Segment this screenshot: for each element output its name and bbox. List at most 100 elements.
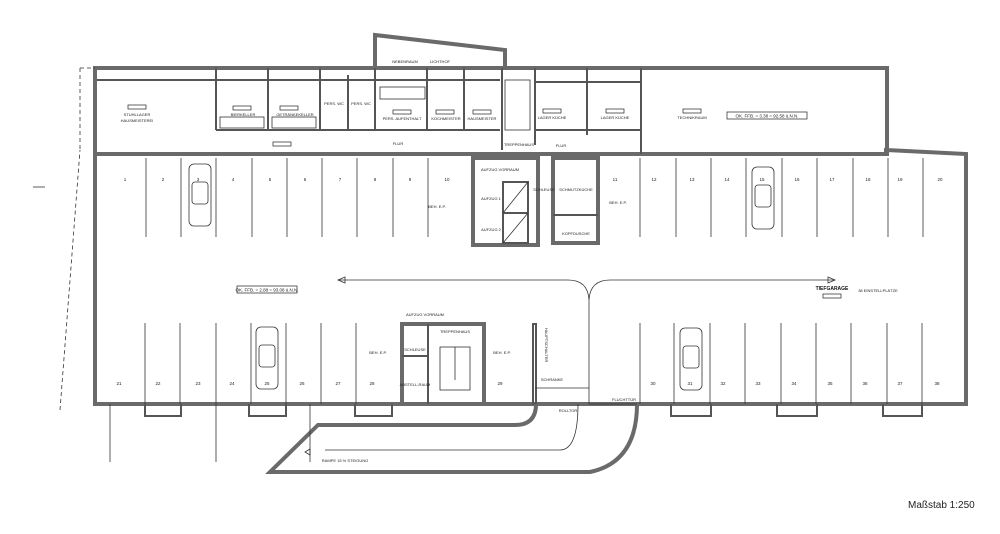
label-rampe: RAMPE 15 % STEIGUNG [322, 458, 368, 463]
area-tag [542, 108, 562, 114]
space-number: 28 [369, 381, 375, 386]
space-number: 15 [759, 177, 765, 182]
room-label-getraenkekeller: GETRÄNKEKELLER [276, 112, 313, 117]
room-label-flur-2: FLUR [556, 143, 567, 148]
space-number: 25 [264, 381, 270, 386]
room-label-lichthof: LICHTHOF [430, 59, 451, 64]
space-number: 5 [269, 177, 272, 182]
space-number: 19 [897, 177, 903, 182]
label-beh-ep-top-right: BEH. E.P. [609, 200, 627, 205]
space-number: 11 [613, 177, 618, 182]
area-tag [472, 109, 492, 115]
space-number: 29 [497, 381, 503, 386]
lichthof-wall [373, 32, 507, 68]
room-label-aufenthalt: PERS. AUFENTHALT [383, 116, 422, 121]
car-roof [258, 344, 276, 368]
lower-stair-core: AUFZUG VORRAUM TREPPENHAUS SCHLEUSE ABST… [400, 312, 589, 406]
room-label-lager-kueche-2: LAGER KÜCHE [601, 115, 630, 120]
label-abstellraum: ABSTELL-RAUM [400, 382, 431, 387]
space-number: 32 [720, 381, 726, 386]
label-schleuse: SCHLEUSE [533, 187, 555, 192]
space-number: 17 [829, 177, 835, 182]
room-walls [97, 68, 642, 154]
space-number: 30 [650, 381, 656, 386]
space-number: 20 [937, 177, 943, 182]
label-schmutzkueche: SCHMUTZKÜCHE [559, 187, 593, 192]
label-tiefgarage: TIEFGARAGE [816, 286, 849, 292]
space-number: 22 [155, 381, 161, 386]
wall-niches [144, 404, 923, 417]
garage-outline [93, 147, 968, 406]
label-hauptschalter: HAUPTSCHALTER [544, 328, 549, 363]
room-label-kochmeister: KOCHMEISTER [431, 116, 460, 121]
level-label-upper: OK. FFB. = 3.38 = 92.58 ü.N.N. [735, 114, 798, 119]
space-number: 13 [689, 177, 695, 182]
area-tag [682, 108, 702, 114]
space-number: 12 [651, 177, 657, 182]
space-number: 35 [827, 381, 833, 386]
label-aufzug-vorraum-2: AUFZUG VORRAUM [406, 312, 444, 317]
area-tag [232, 105, 252, 111]
space-number: 26 [299, 381, 305, 386]
space-number: 23 [195, 381, 201, 386]
space-number: 36 [862, 381, 868, 386]
area-tag [127, 104, 147, 110]
car-symbol [751, 166, 775, 230]
space-number: 24 [229, 381, 235, 386]
area-tag [392, 109, 412, 115]
label-schleuse-2: SCHLEUSE [404, 347, 426, 352]
label-beh-ep-top-left: BEH. E.P. [428, 204, 446, 209]
space-number: 1 [124, 177, 127, 182]
label-aufzug-1: AUFZUG 1 [481, 196, 502, 201]
label-rolltor: ROLLTOR [559, 408, 578, 413]
space-number: 37 [897, 381, 903, 386]
space-number: 34 [791, 381, 797, 386]
room-label-wc2: PERS. WC [351, 101, 371, 106]
level-label-garage: OK. FFB. = 2.88 = 93.08 ü.N.N. [235, 288, 298, 293]
room-label-treppenhaus: TREPPENHAUS [504, 142, 534, 147]
space-number: 3 [197, 177, 200, 182]
space-number: 38 [934, 381, 940, 386]
room-label-flur: FLUR [393, 141, 404, 146]
room-label-stuhllager: STUHLLAGER [124, 112, 151, 117]
car-roof [191, 181, 209, 205]
level-tag-upper [726, 111, 808, 120]
space-number: 8 [374, 177, 377, 182]
level-tag-garage [236, 285, 298, 294]
room-label-wc1: PERS. WC [324, 101, 344, 106]
space-number: 7 [339, 177, 342, 182]
label-schranke: SCHRANKE [541, 377, 564, 382]
space-number: 6 [304, 177, 307, 182]
room-label-technikraum: TECHNIKRAUM [677, 115, 706, 120]
label-beh-ep-bottom-left: BEH. E.P. [369, 350, 387, 355]
room-label-nebenraum: NEBENRAUM [392, 59, 418, 64]
car-roof [682, 345, 700, 369]
elevator-core: AUFZUG VORRAUM AUFZUG 1 AUFZUG 2 SCHLEUS… [471, 156, 600, 247]
car-symbol [679, 327, 703, 391]
space-number: 31 [687, 381, 693, 386]
area-tag [272, 141, 292, 147]
car-symbol [188, 163, 212, 227]
space-number: 16 [794, 177, 800, 182]
scale-label: Maßstab 1:250 [908, 500, 975, 511]
space-number: 9 [409, 177, 412, 182]
space-number: 27 [335, 381, 341, 386]
space-number: 2 [162, 177, 165, 182]
area-tag [435, 109, 455, 115]
property-line [59, 67, 95, 411]
label-treppenhaus-2: TREPPENHAUS [440, 329, 470, 334]
area-tag [605, 108, 625, 114]
space-number: 4 [232, 177, 235, 182]
label-einstellplaetze: 38 EINSTELLPLÄTZE [858, 288, 898, 293]
area-tag [279, 105, 299, 111]
room-label-bierkeller: BIERKELLER [231, 112, 256, 117]
label-kopfdusche: KOPFDUSCHE [562, 231, 590, 236]
car-roof [754, 184, 772, 208]
label-beh-ep-bottom-right: BEH. E.P. [493, 350, 511, 355]
room-label-hausmeister: HAUSMEISTER [468, 116, 497, 121]
space-number: 18 [865, 177, 871, 182]
label-aufzug-vorraum: AUFZUG VORRAUM [481, 167, 519, 172]
space-number: 33 [755, 381, 761, 386]
